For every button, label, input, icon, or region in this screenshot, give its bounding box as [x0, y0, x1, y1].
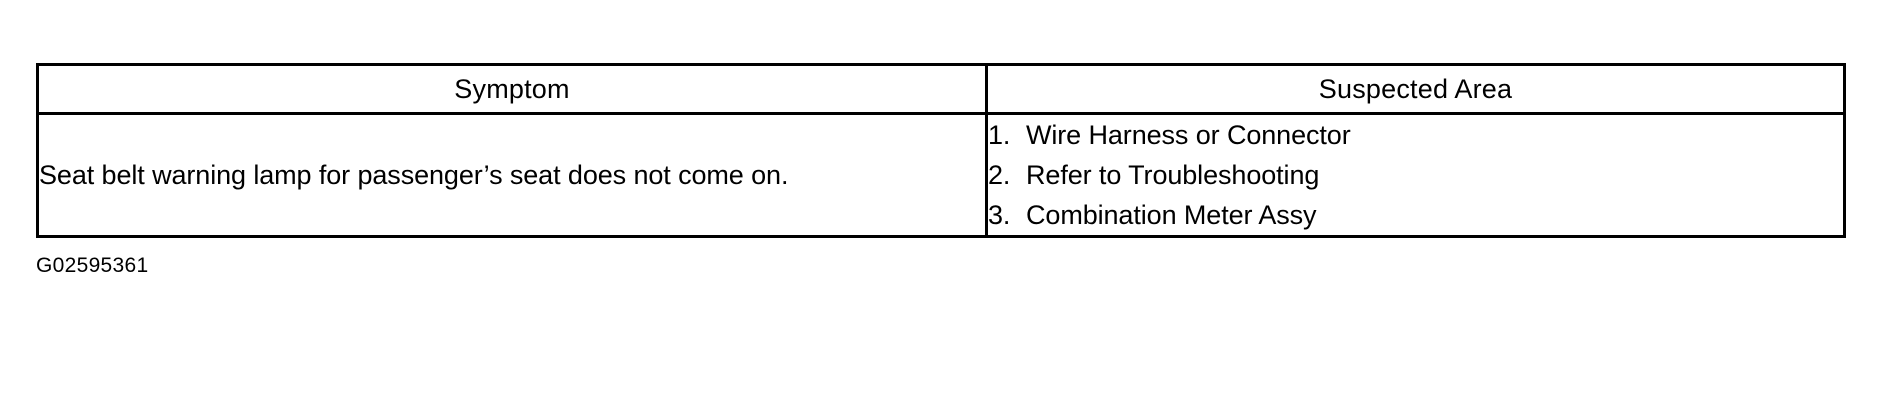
- figure-caption: G02595361: [36, 254, 149, 277]
- table-header: Symptom Suspected Area: [36, 63, 1846, 115]
- list-item-number: 1.: [988, 120, 1011, 150]
- column-header-suspected-area: Suspected Area: [985, 63, 1846, 115]
- table-header-row: Symptom Suspected Area: [36, 63, 1846, 115]
- list-item-number: 3.: [988, 200, 1011, 230]
- cell-suspected-area: 1. Wire Harness or Connector 2. Refer to…: [985, 112, 1846, 238]
- list-item-label: Combination Meter Assy: [1026, 200, 1317, 230]
- list-item: 1. Wire Harness or Connector: [988, 115, 1843, 155]
- list-item: 3. Combination Meter Assy: [988, 195, 1843, 235]
- table-body: Seat belt warning lamp for passenger’s s…: [36, 112, 1846, 238]
- list-item-label: Refer to Troubleshooting: [1026, 160, 1320, 190]
- column-header-symptom: Symptom: [36, 63, 988, 115]
- table-row: Seat belt warning lamp for passenger’s s…: [36, 112, 1846, 238]
- suspected-area-list: 1. Wire Harness or Connector 2. Refer to…: [988, 115, 1843, 235]
- symptom-suspected-area-table: Symptom Suspected Area Seat belt warning…: [36, 63, 1846, 238]
- cell-symptom: Seat belt warning lamp for passenger’s s…: [36, 112, 988, 238]
- list-item-label: Wire Harness or Connector: [1026, 120, 1351, 150]
- list-item: 2. Refer to Troubleshooting: [988, 155, 1843, 195]
- list-item-number: 2.: [988, 160, 1011, 190]
